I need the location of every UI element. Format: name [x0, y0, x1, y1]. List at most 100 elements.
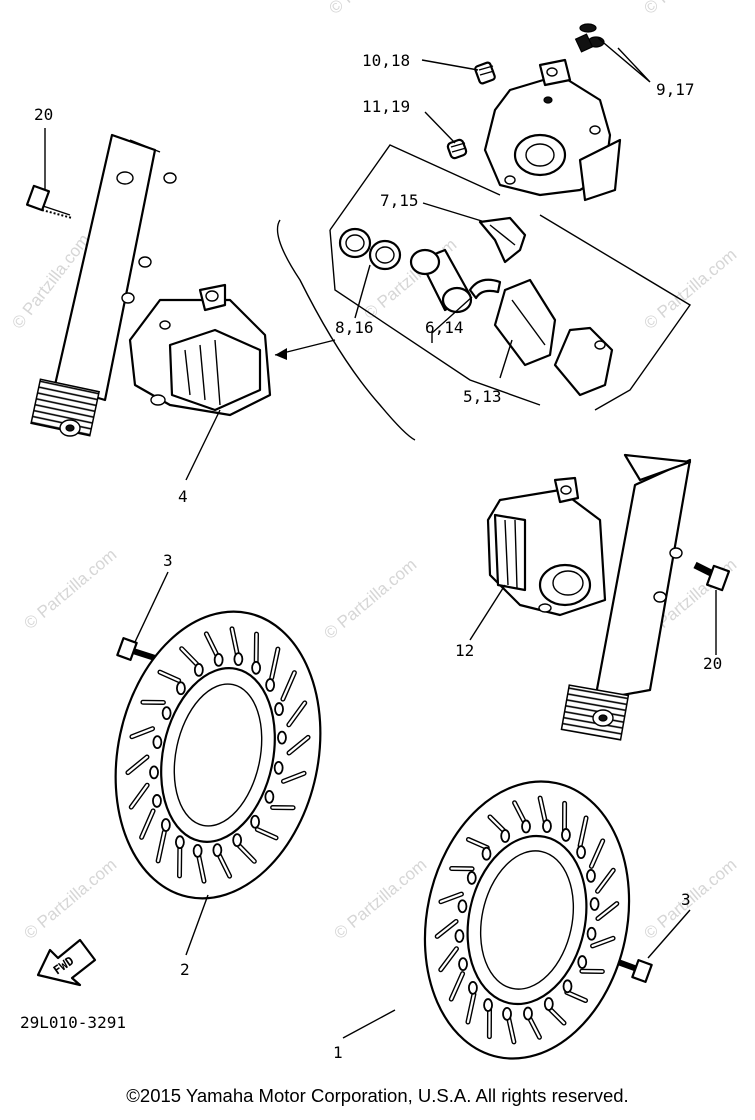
disc-drill-hole	[523, 1006, 533, 1021]
watermark-text: © Partzilla.com	[320, 555, 420, 643]
brake-disc-2	[114, 610, 322, 900]
disc-drill-hole	[576, 845, 586, 859]
disc-drill-hole	[152, 735, 163, 750]
piston	[409, 248, 473, 314]
pad-5-13-inner	[493, 278, 557, 367]
disc-drill-hole	[586, 926, 597, 941]
callout-1: 1	[333, 1043, 343, 1062]
callout-9-17: 9,17	[656, 80, 695, 99]
disc-vent-slot	[126, 755, 149, 774]
callout-3-left: 3	[163, 551, 173, 570]
bolt-20-left	[25, 184, 73, 219]
disc-drill-hole	[174, 835, 185, 850]
diagram-code: 29L010-3291	[20, 1013, 126, 1032]
disc-drill-hole	[562, 979, 573, 994]
disc-vent-slot	[436, 920, 458, 938]
disc-drill-hole	[561, 828, 571, 842]
disc-drill-hole	[176, 681, 186, 696]
brake-disc-1	[423, 780, 631, 1060]
disc-vent-slot	[467, 838, 489, 849]
disc-drill-hole	[233, 652, 244, 667]
disc-drill-hole	[577, 955, 588, 969]
pins-9-17	[574, 23, 605, 53]
disc-drill-hole	[458, 957, 468, 971]
disc-vent-slot	[596, 902, 618, 920]
callout-11-19: 11,19	[362, 97, 410, 116]
disc-drill-hole	[265, 678, 276, 692]
callout-4: 4	[178, 487, 188, 506]
disc-vent-slot	[450, 972, 464, 1001]
watermark-text: © Partzilla.com	[20, 855, 120, 943]
fwd-arrow-icon: FWD	[36, 938, 97, 987]
disc-drill-hole	[500, 829, 511, 843]
callout-labels: 10,18 9,17 11,19 20 7,15 8,16 6,14 5,13 …	[20, 51, 722, 1062]
disc-vent-slot	[565, 991, 587, 1002]
disc-drill-hole	[273, 760, 284, 775]
disc-drill-hole	[589, 897, 600, 911]
caliper-4	[128, 283, 272, 417]
pad-spring-7-15	[478, 216, 527, 264]
disc-vent-slot	[590, 839, 604, 868]
disc-vent-slot	[596, 869, 615, 893]
disc-drill-hole	[481, 846, 492, 861]
disc-vent-slot	[439, 892, 463, 903]
callout-10-18: 10,18	[362, 51, 410, 70]
disc-vent-slot	[140, 809, 155, 839]
disc-drill-hole	[213, 652, 224, 667]
disc-vent-slot	[281, 671, 296, 701]
callout-5-13: 5,13	[463, 387, 502, 406]
disc-drill-hole	[543, 997, 554, 1011]
disc-drill-hole	[250, 814, 260, 829]
disc-drill-hole	[212, 843, 223, 858]
disc-vent-slot	[230, 627, 239, 657]
cap-11-19	[446, 138, 468, 160]
disc-drill-hole	[483, 998, 493, 1012]
bleed-screw-10-18	[474, 61, 496, 85]
callout-20-right: 20	[703, 654, 722, 673]
caliper-body-top	[483, 58, 622, 202]
callout-2: 2	[180, 960, 190, 979]
right-fork-leg	[560, 453, 692, 741]
disc-drill-hole	[251, 660, 262, 675]
disc-drill-hole	[160, 818, 171, 832]
disc-vent-slot	[205, 632, 219, 658]
leader-lines	[44, 37, 717, 1039]
bolt-20-right	[693, 561, 731, 592]
callout-20-left: 20	[34, 105, 53, 124]
disc-vent-slot	[287, 701, 306, 726]
disc-drill-hole	[542, 819, 552, 833]
disc-vent-slot	[507, 1015, 515, 1043]
disc-drill-hole	[521, 819, 531, 834]
disc-vent-slot	[256, 828, 278, 839]
disc-drill-hole	[277, 730, 287, 745]
bolt-3-right	[616, 959, 653, 983]
disc-drill-hole	[466, 871, 477, 885]
watermark-text: © Partzilla.com	[330, 855, 430, 943]
callout-3-right: 3	[681, 890, 691, 909]
disc-vent-slot	[287, 736, 310, 755]
watermark-text: © Partzilla.com	[20, 545, 120, 633]
disc-drill-hole	[192, 843, 203, 858]
disc-vent-slot	[130, 727, 154, 738]
watermark-text: © Partzilla.com	[325, 0, 425, 18]
callout-8-16: 8,16	[335, 318, 374, 337]
disc-vent-slot	[578, 816, 588, 847]
disc-vent-slot	[237, 844, 256, 863]
watermark-text: © Partzilla.com	[640, 245, 740, 333]
disc-vent-slot	[180, 647, 199, 666]
disc-drill-hole	[502, 1007, 512, 1021]
callout-7-15: 7,15	[380, 191, 419, 210]
caliper-12	[486, 476, 607, 617]
disc-drill-hole	[264, 789, 275, 804]
disc-drill-hole	[274, 702, 284, 716]
disc-drill-hole	[232, 833, 243, 848]
callout-6-14: 6,14	[425, 318, 464, 337]
bolt-3-left	[116, 637, 156, 661]
disc-vent-slot	[539, 797, 547, 825]
pad-5-13-outer	[553, 326, 614, 397]
watermark-text: © Partzilla.com	[640, 0, 740, 18]
disc-vent-slot	[466, 993, 476, 1024]
disc-vent-slot	[270, 647, 279, 679]
disc-vent-slot	[591, 937, 615, 948]
